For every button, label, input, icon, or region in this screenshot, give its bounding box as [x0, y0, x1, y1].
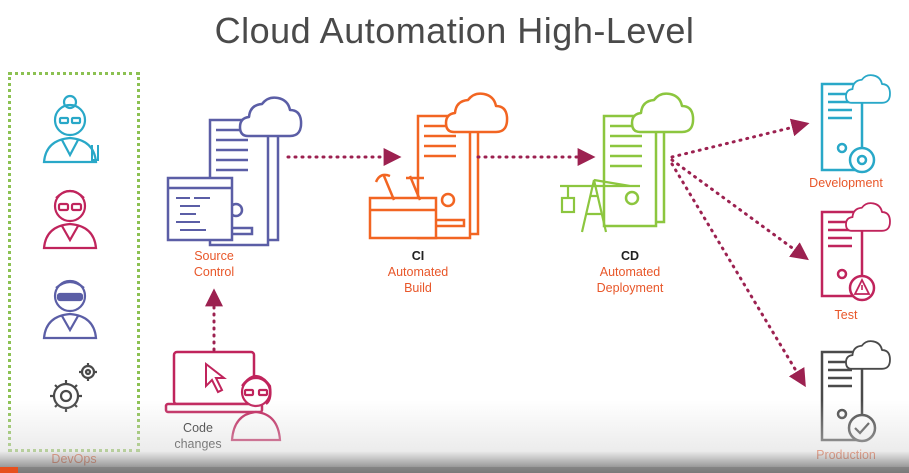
cloud-icon	[444, 92, 509, 134]
arrow-cd-to-test	[670, 158, 809, 261]
development-server-icon	[820, 74, 891, 174]
cloud-icon	[845, 74, 891, 104]
arrow-cd-to-development	[670, 118, 810, 159]
test-label: Test	[834, 308, 858, 322]
arrow-cd-to-production	[670, 162, 806, 388]
page-title: Cloud Automation High-Level	[214, 10, 695, 51]
source-control-icon	[166, 96, 303, 247]
toolbox-icon	[368, 173, 438, 240]
gears-icon	[50, 363, 97, 412]
cloud-icon	[845, 202, 891, 232]
source-control-line2: Control	[193, 265, 235, 279]
cd-line1: Automated	[599, 265, 661, 279]
devops-label: DevOps	[51, 452, 97, 466]
production-label: Production	[816, 448, 876, 462]
ci-line1: Automated	[387, 265, 449, 279]
cd-heading: CD	[620, 249, 640, 263]
cursor-icon	[205, 361, 227, 394]
source-control-line1: Source	[194, 249, 234, 263]
scientist-icon	[42, 94, 99, 164]
code-changes-label: Code changes	[160, 420, 236, 452]
ci-label: CI Automated Build	[368, 248, 468, 296]
operator-icon	[42, 279, 98, 340]
developer-icon	[42, 189, 98, 250]
check-badge-icon	[847, 413, 877, 443]
cloud-icon	[630, 92, 695, 134]
crane-icon	[560, 178, 640, 233]
ci-heading: CI	[411, 249, 425, 263]
gear-badge-icon	[848, 146, 876, 174]
development-label: Development	[809, 176, 883, 190]
ci-icon	[368, 92, 509, 240]
video-progress-bar[interactable]	[0, 467, 909, 473]
source-control-label: Source Control	[172, 248, 256, 280]
cloud-icon	[238, 96, 303, 138]
cd-line2: Deployment	[596, 281, 664, 295]
cd-icon	[560, 92, 695, 233]
cloud-icon	[845, 340, 891, 370]
cd-label: CD Automated Deployment	[576, 248, 684, 296]
video-progress-fill	[0, 467, 19, 473]
code-changes-line1: Code	[183, 421, 213, 435]
ci-line2: Build	[404, 281, 432, 295]
production-server-icon	[820, 340, 891, 443]
code-changes-line2: changes	[174, 437, 222, 451]
test-server-icon	[820, 202, 891, 302]
